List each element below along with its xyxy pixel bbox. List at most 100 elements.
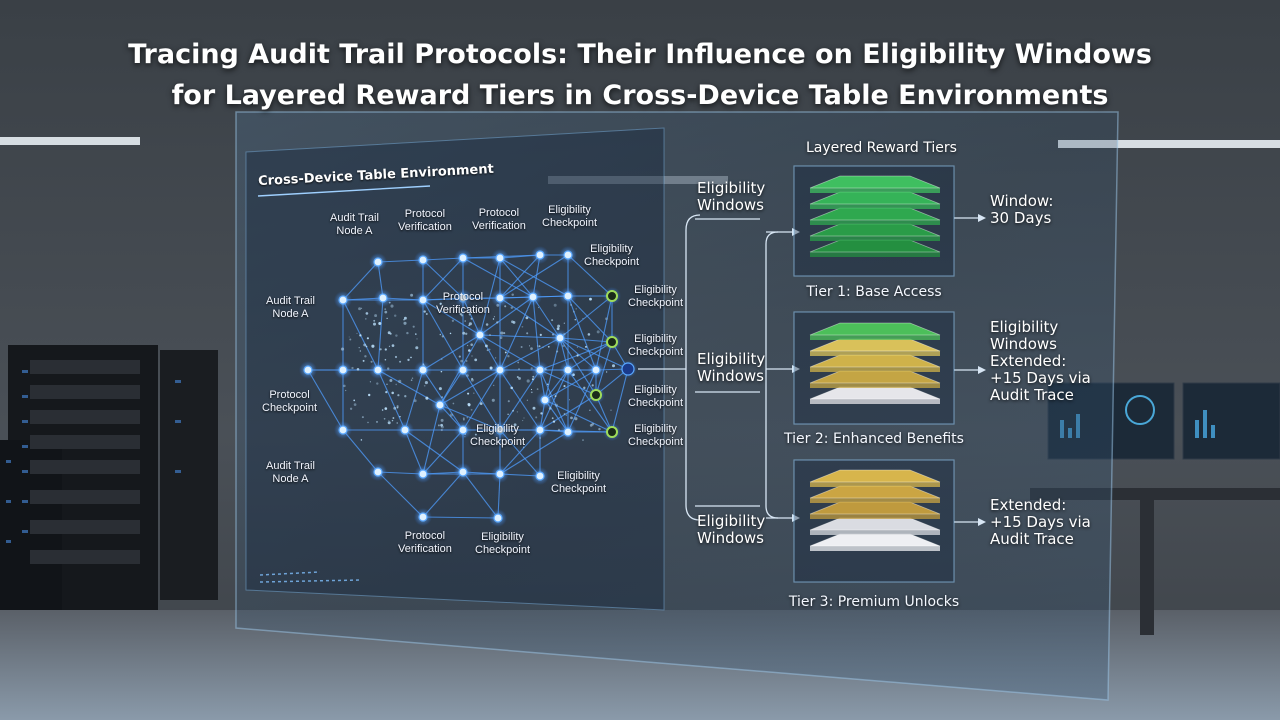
network-particle	[610, 409, 612, 411]
network-edge	[499, 297, 561, 339]
network-particle	[474, 358, 478, 362]
network-particle	[394, 355, 398, 359]
network-particle	[470, 408, 473, 411]
network-particle	[570, 416, 573, 420]
network-particle	[470, 378, 474, 382]
network-node	[587, 386, 605, 404]
network-node	[334, 361, 352, 379]
network-particle	[605, 317, 608, 321]
network-particle	[437, 310, 440, 312]
network-edge	[499, 254, 569, 299]
network-edge	[479, 257, 501, 336]
network-particle	[511, 293, 514, 296]
network-particle	[358, 307, 362, 311]
network-particle	[458, 355, 461, 358]
network-particle	[451, 319, 455, 322]
network-particle	[493, 384, 495, 387]
network-node	[491, 465, 509, 483]
network-particle	[379, 348, 382, 351]
network-particle	[563, 385, 566, 388]
network-particle	[440, 418, 444, 422]
network-particle	[596, 330, 600, 334]
network-particle	[415, 346, 419, 350]
network-particle	[389, 379, 393, 382]
network-node	[491, 289, 509, 307]
network-particle	[386, 317, 388, 320]
network-particle	[385, 390, 388, 394]
tier-layer-side	[810, 498, 940, 503]
network-particle	[542, 346, 544, 348]
network-particle	[412, 325, 415, 328]
network-edge	[422, 516, 499, 519]
network-node	[396, 421, 414, 439]
network-particle	[387, 367, 390, 370]
network-particle	[396, 422, 398, 424]
network-particle	[349, 338, 352, 341]
network-particle	[540, 412, 543, 415]
network-node	[414, 291, 432, 309]
network-particle	[364, 355, 367, 358]
network-particle	[468, 313, 471, 316]
network-particle	[488, 348, 491, 351]
network-particle	[384, 407, 388, 410]
network-particle	[440, 370, 443, 373]
network-edge	[479, 296, 534, 336]
network-particle	[440, 428, 443, 432]
network-particle	[582, 439, 584, 442]
tier-layer-side	[810, 220, 940, 225]
network-particle	[361, 307, 363, 309]
network-particle	[552, 420, 556, 423]
network-particle	[526, 332, 529, 335]
network-node	[454, 249, 472, 267]
network-particle	[554, 403, 558, 407]
network-particle	[399, 360, 402, 363]
tier-1-window: Window:30 Days	[990, 192, 1054, 227]
network-particle	[359, 334, 362, 337]
network-particle	[376, 421, 378, 423]
network-particle	[589, 297, 592, 301]
network-edge	[439, 404, 501, 431]
network-particle	[507, 355, 510, 358]
tier-layer-side	[810, 351, 940, 356]
network-edge	[559, 337, 597, 396]
network-particle	[536, 388, 539, 390]
network-particle	[466, 417, 468, 419]
network-particle	[356, 332, 358, 334]
network-particle	[343, 384, 346, 388]
network-node	[491, 249, 509, 267]
network-edge	[559, 295, 613, 339]
network-particle	[460, 314, 464, 317]
network-particle	[531, 378, 534, 381]
network-edge	[422, 429, 464, 475]
network-particle	[464, 320, 466, 322]
network-particle	[521, 325, 524, 328]
tier-layer-side	[810, 252, 940, 257]
network-particle	[551, 417, 554, 420]
network-particle	[440, 425, 444, 429]
network-edge	[544, 337, 561, 401]
network-node	[559, 361, 577, 379]
network-node	[619, 360, 637, 378]
network-particle	[424, 381, 428, 385]
network-particle	[526, 399, 529, 401]
network-particle	[367, 421, 369, 424]
network-particle	[574, 318, 577, 321]
network-particle	[381, 409, 384, 411]
network-particle	[384, 348, 387, 351]
network-particle	[499, 336, 503, 340]
network-edge	[462, 369, 501, 431]
network-node	[489, 509, 507, 527]
network-particle	[488, 333, 492, 337]
network-particle	[518, 376, 521, 380]
network-particle	[359, 350, 361, 352]
network-particle	[582, 318, 584, 320]
network-particle	[384, 308, 387, 310]
network-particle	[468, 322, 472, 326]
network-edge	[479, 334, 541, 371]
network-node	[559, 287, 577, 305]
network-node	[531, 421, 549, 439]
network-particle	[470, 343, 473, 346]
